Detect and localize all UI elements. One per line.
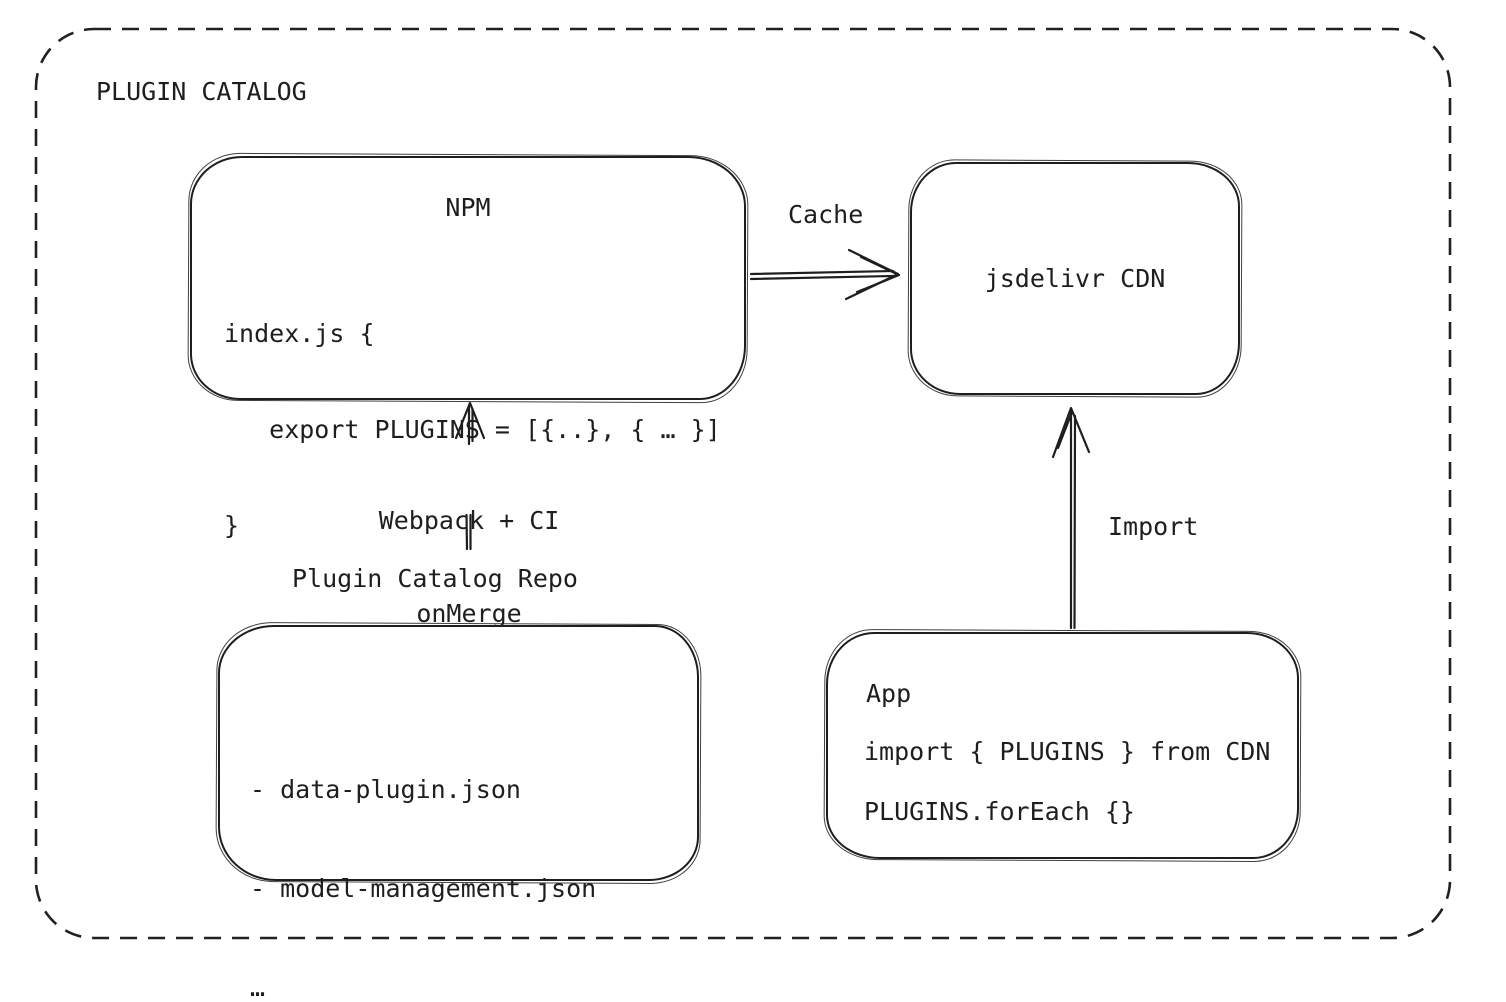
app-node: App import { PLUGINS } from CDN PLUGINS.… xyxy=(826,632,1299,859)
npm-code-block: index.js { export PLUGINS = [{..}, { … }… xyxy=(224,254,721,606)
npm-code-line: index.js { xyxy=(224,319,375,348)
npm-node: NPM index.js { export PLUGINS = [{..}, {… xyxy=(190,156,746,540)
diagram-title: PLUGIN CATALOG xyxy=(96,77,307,106)
repo-file-item: - data-plugin.json xyxy=(250,775,521,804)
cache-arrow xyxy=(749,248,901,301)
app-node-title: App xyxy=(866,679,912,708)
import-edge-label: Import xyxy=(1108,512,1199,541)
outer-dashed-border xyxy=(34,27,1452,940)
cdn-node: jsdelivr CDN xyxy=(910,162,1240,395)
repo-file-item: - model-management.json xyxy=(250,874,597,903)
npm-node-title: NPM xyxy=(445,193,491,222)
build-edge-label-line1: Webpack + CI xyxy=(378,506,560,535)
npm-code-line: } xyxy=(224,511,240,540)
build-edge-label-line2: onMerge xyxy=(416,599,522,628)
repo-file-list: - data-plugin.json - model-management.js… xyxy=(250,707,596,1002)
app-code-line: import { PLUGINS } from CDN xyxy=(864,737,1271,766)
cdn-node-label: jsdelivr CDN xyxy=(984,264,1166,293)
import-arrow xyxy=(1051,406,1091,630)
build-arrow xyxy=(454,401,486,551)
npm-code-line: export PLUGINS = [{..}, { … }] xyxy=(224,415,721,444)
cache-edge-label: Cache xyxy=(788,200,864,229)
repo-file-item: … xyxy=(250,973,266,1002)
build-edge-label: Webpack + CI onMerge xyxy=(349,443,589,691)
app-code-line: PLUGINS.forEach {} xyxy=(864,797,1135,826)
repo-node: - data-plugin.json - model-management.js… xyxy=(218,625,699,1002)
repo-node-label: Plugin Catalog Repo xyxy=(292,564,578,593)
